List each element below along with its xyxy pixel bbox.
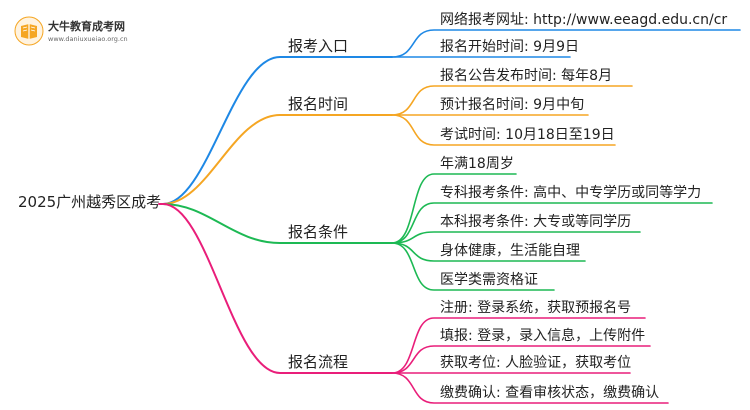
leaf-connector <box>391 345 651 374</box>
branch-topic: 报名流程 <box>288 353 349 371</box>
logo-url: www.daniuxueiao.org.cn <box>48 35 128 43</box>
site-logo: 大牛教育成考网 www.daniuxueiao.org.cn <box>14 14 134 48</box>
leaf-connector <box>391 173 517 244</box>
leaf-connector <box>391 372 669 404</box>
leaf-topic: 报名公告发布时间: 每年8月 <box>440 68 613 84</box>
branch-topic: 报名时间 <box>288 95 349 113</box>
root-topic: 2025广州越秀区成考 <box>18 193 162 211</box>
leaf-connector <box>391 242 555 291</box>
leaf-topic: 身体健康，生活能自理 <box>440 243 580 259</box>
leaf-connector <box>391 29 741 58</box>
book-logo-icon <box>14 16 44 46</box>
leaf-topic: 填报: 登录，录入信息，上传附件 <box>440 328 646 344</box>
leaf-topic: 网络报考网址: http://www.eeagd.edu.cn/cr <box>440 12 728 28</box>
leaf-connector <box>391 85 633 116</box>
branch-topic: 报考入口 <box>288 37 349 55</box>
leaf-topic: 专科报考条件: 高中、中专学历或同等学力 <box>440 185 702 201</box>
branch-connector <box>162 56 393 205</box>
leaf-topic: 获取考位: 人脸验证，获取考位 <box>440 355 632 371</box>
leaf-connector <box>391 202 713 244</box>
leaf-topic: 医学类需资格证 <box>440 272 538 288</box>
leaf-connector <box>391 114 616 146</box>
branch-connector <box>162 203 393 244</box>
branch-connector <box>162 114 393 205</box>
leaf-connector <box>391 231 641 244</box>
leaf-connector <box>391 242 586 262</box>
branch-connector <box>162 203 393 374</box>
leaf-topic: 缴费确认: 查看审核状态，缴费确认 <box>440 385 660 401</box>
leaf-topic: 报名开始时间: 9月9日 <box>440 39 579 55</box>
leaf-connector <box>391 317 646 374</box>
logo-title: 大牛教育成考网 <box>48 20 125 33</box>
leaf-topic: 注册: 登录系统，获取预报名号 <box>440 300 632 316</box>
branch-topic: 报名条件 <box>288 223 349 241</box>
leaf-topic: 预计报名时间: 9月中旬 <box>440 97 585 113</box>
leaf-topic: 年满18周岁 <box>440 156 514 172</box>
leaf-topic: 本科报考条件: 大专或等同学历 <box>440 214 632 230</box>
leaf-topic: 考试时间: 10月18日至19日 <box>440 127 615 143</box>
